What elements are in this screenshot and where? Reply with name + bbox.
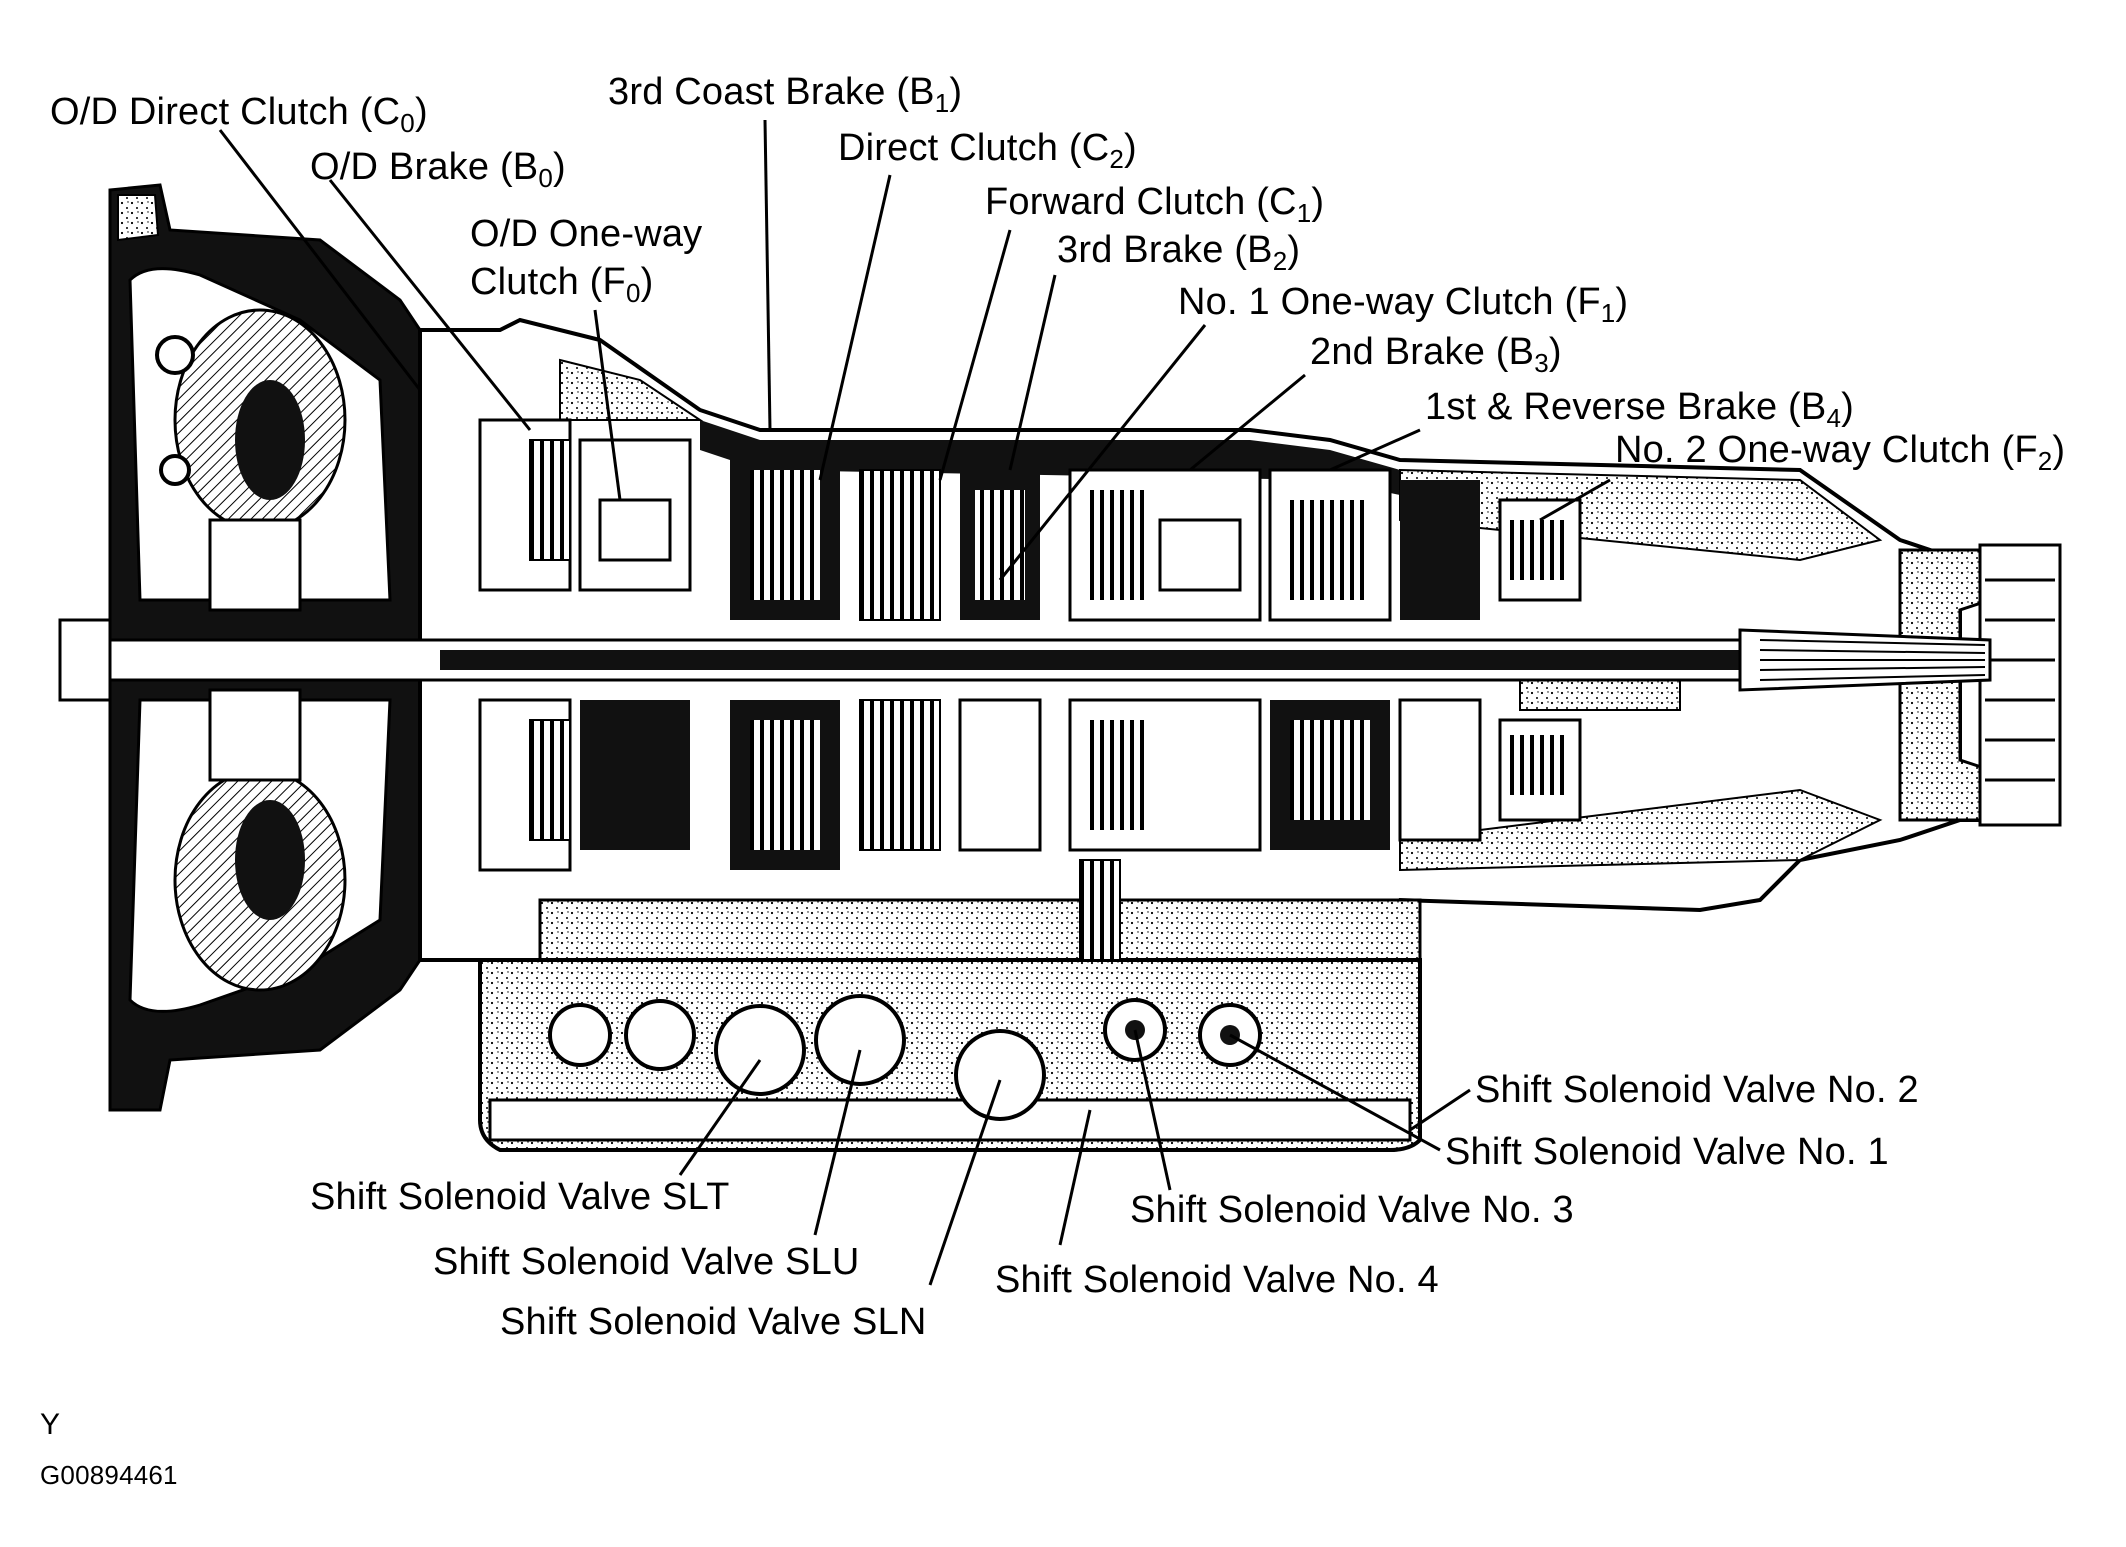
label-shift-solenoid-no3: Shift Solenoid Valve No. 3 <box>1130 1189 1574 1231</box>
figure-id: G00894461 <box>40 1460 178 1490</box>
label-shift-solenoid-no4: Shift Solenoid Valve No. 4 <box>995 1259 1439 1301</box>
label-forward-clutch: Forward Clutch (C1) <box>985 181 1325 228</box>
leader-lines <box>218 119 1611 1286</box>
label-od-oneway-clutch-line2: Clutch (F0) <box>470 261 654 308</box>
label-no2-oneway-clutch: No. 2 One-way Clutch (F2) <box>1615 429 2066 476</box>
label-shift-solenoid-slu: Shift Solenoid Valve SLU <box>433 1241 860 1283</box>
label-3rd-coast-brake: 3rd Coast Brake (B1) <box>608 71 963 118</box>
label-shift-solenoid-no1: Shift Solenoid Valve No. 1 <box>1445 1131 1889 1173</box>
clutch-packs-upper <box>478 418 1582 622</box>
label-no1-oneway-clutch: No. 1 One-way Clutch (F1) <box>1178 281 1629 328</box>
label-shift-solenoid-sln: Shift Solenoid Valve SLN <box>500 1301 927 1343</box>
label-od-direct-clutch: O/D Direct Clutch (C0) <box>50 91 428 138</box>
valve-body-and-oil-pan <box>478 859 1422 1152</box>
label-od-brake: O/D Brake (B0) <box>310 146 566 193</box>
label-od-oneway-clutch-line1: O/D One-way <box>470 213 703 255</box>
torque-converter-housing <box>108 183 422 1112</box>
footer-mark: Y <box>40 1408 61 1441</box>
label-1st-reverse-brake: 1st & Reverse Brake (B4) <box>1425 386 1854 433</box>
label-shift-solenoid-no2: Shift Solenoid Valve No. 2 <box>1475 1069 1919 1111</box>
main-shaft <box>58 618 1992 702</box>
label-shift-solenoid-slt: Shift Solenoid Valve SLT <box>310 1176 730 1218</box>
label-3rd-brake: 3rd Brake (B2) <box>1057 229 1301 276</box>
label-direct-clutch: Direct Clutch (C2) <box>838 127 1137 174</box>
clutch-packs-lower <box>478 698 1582 872</box>
label-2nd-brake: 2nd Brake (B3) <box>1310 331 1562 378</box>
